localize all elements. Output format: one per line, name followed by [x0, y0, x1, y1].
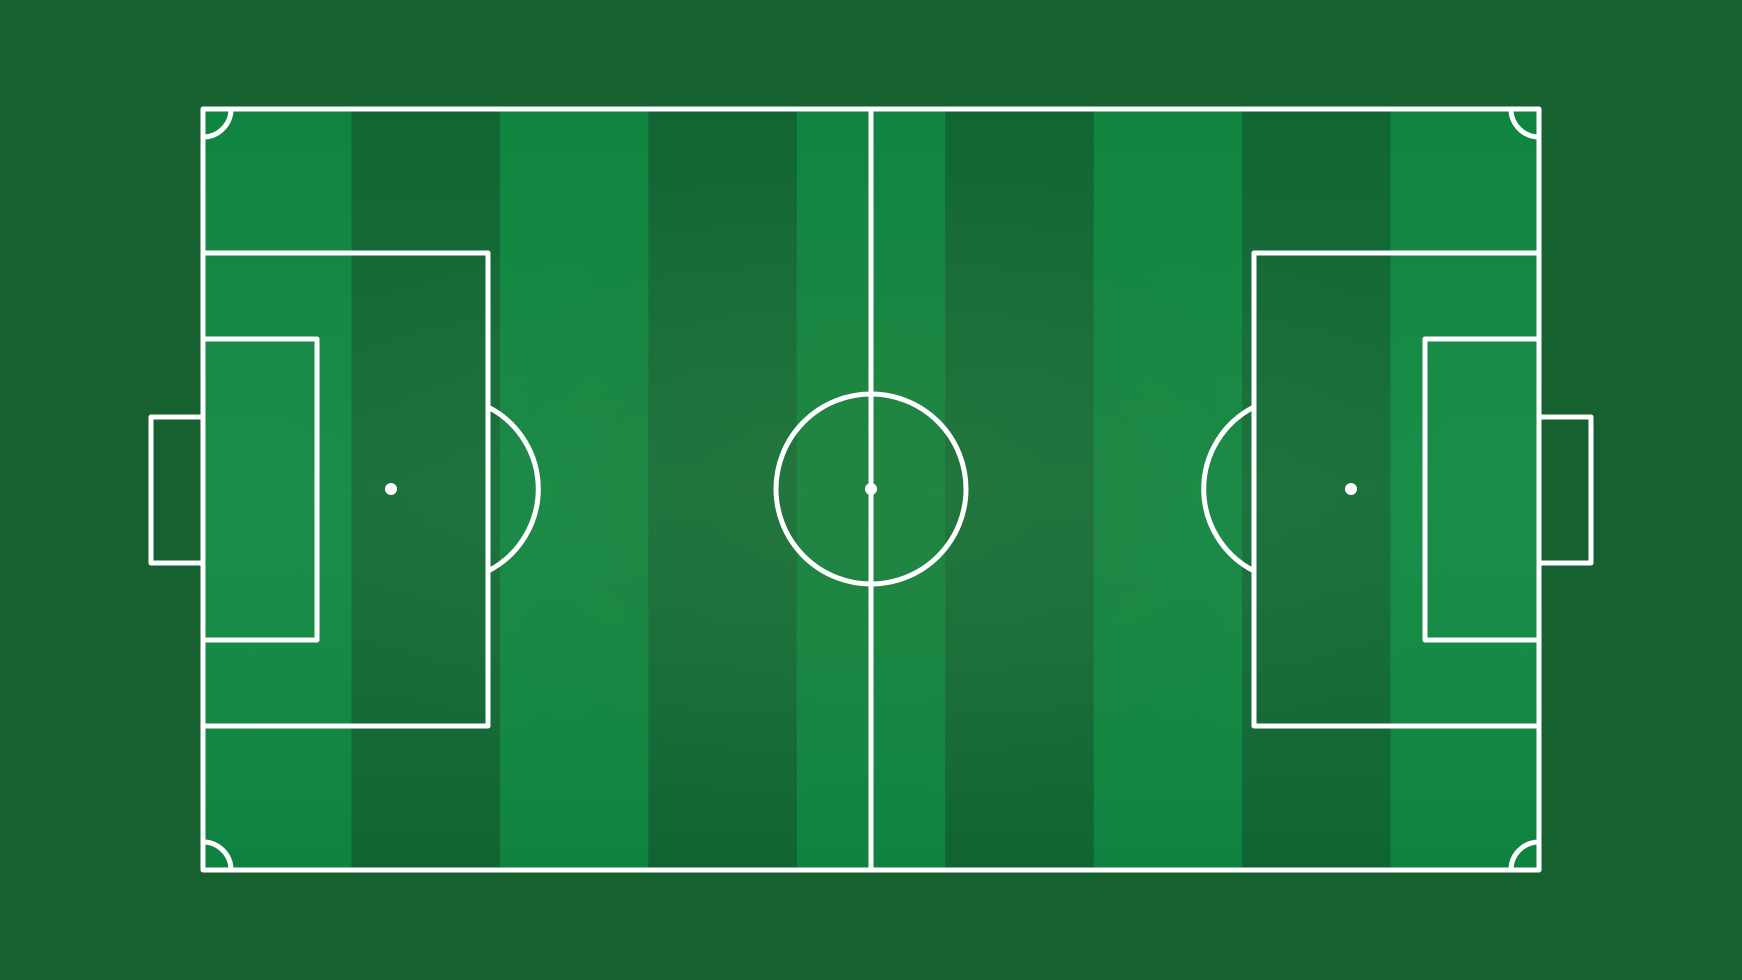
left-goal	[148, 414, 206, 566]
corner-arc-bottom-left	[202, 839, 234, 871]
right-penalty-spot	[1345, 483, 1357, 495]
center-spot	[865, 483, 877, 495]
left-penalty-arc	[486, 404, 541, 574]
right-goal	[1536, 414, 1594, 566]
corner-arc-bottom-right	[1508, 839, 1540, 871]
corner-arc-top-right	[1508, 108, 1540, 140]
corner-arc-top-left	[202, 108, 234, 140]
pitch-spots	[385, 483, 1357, 495]
right-penalty-arc	[1201, 404, 1256, 574]
center-circle	[773, 391, 969, 587]
left-penalty-spot	[385, 483, 397, 495]
